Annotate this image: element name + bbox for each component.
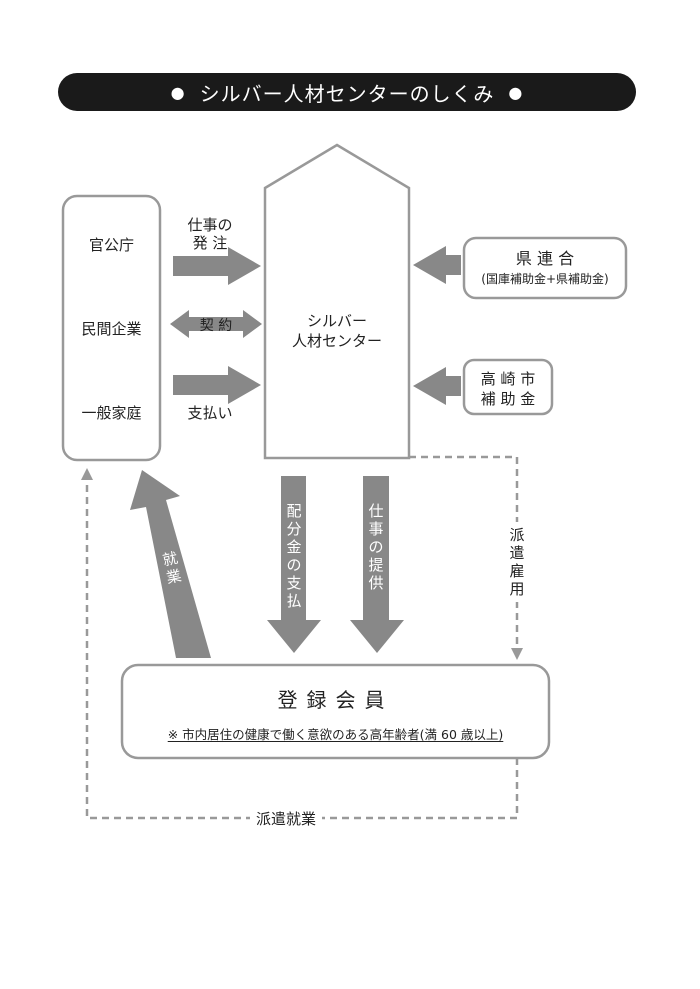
dispatch-work-line [85,478,519,820]
contract-label: 契 約 [199,318,233,334]
dispatch-work-arrowhead [81,468,93,480]
members-title: 登録会員 [277,688,394,712]
bullet-icon: ● [508,82,524,102]
order-label-line1: 仕事の [187,216,233,234]
dispatch-work-label: 派遣就業 [250,808,323,829]
diagram-title: シルバー人材センターのしくみ [199,81,495,106]
title-bar: ● シルバー人材センターのしくみ ● [58,73,636,111]
pref-federation-title: 県 連 合 [515,249,575,268]
city-subsidy-box [462,358,554,416]
work-provision-label: 仕事の提供 [368,502,384,592]
payment-label: 支払い [187,404,233,422]
members-eligibility-note: ※ 市内居住の健康で働く意欲のある高年齢者(満 60 歳以上) [167,727,504,742]
dispatch-hire-label: 派遣雇用 [503,522,531,602]
city-subsidy-line2: 補 助 金 [480,390,536,408]
contract-arrow [170,310,262,338]
pref-federation-box [462,236,628,300]
work-provision-arrow [350,476,404,653]
payment-arrow [173,366,261,404]
pref-federation-sub: (国庫補助金+県補助金) [481,272,609,286]
bullet-icon: ● [170,82,186,102]
city-subsidy-line1: 高 崎 市 [480,370,536,388]
client-household: 一般家庭 [81,404,142,422]
order-arrow [173,247,261,285]
center-name-line2: 人材センター [291,332,382,350]
city-subsidy-arrow [413,367,461,405]
order-label-line2: 発 注 [192,234,228,252]
employment-arrow [130,470,211,658]
center-name-line1: シルバー [306,312,367,330]
dispatch-hire-line [409,455,519,650]
center-building [263,143,411,460]
client-private-company: 民間企業 [81,320,142,338]
pref-subsidy-arrow [413,246,461,284]
dispatch-hire-arrowhead [511,648,523,660]
distribution-arrow [267,476,321,653]
members-box [120,663,551,760]
clients-box [61,194,162,462]
client-government: 官公庁 [88,236,134,254]
distribution-label: 配分金の支払 [286,502,302,610]
